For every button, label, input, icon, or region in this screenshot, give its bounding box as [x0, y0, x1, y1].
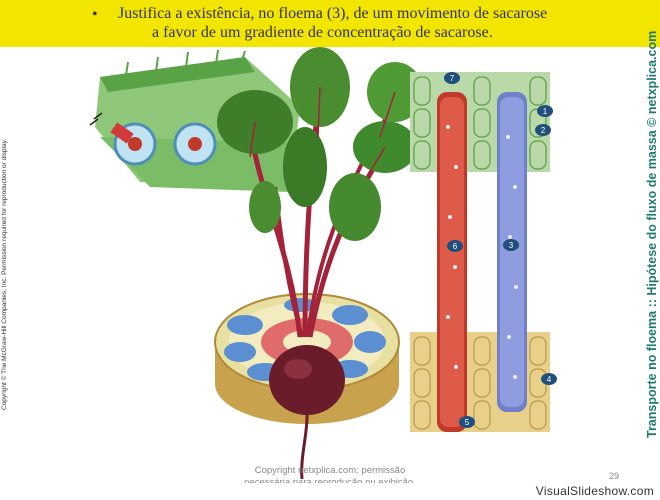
watermark-bar: VisualSlideshow.com: [0, 483, 660, 500]
page-number: 29: [609, 471, 619, 481]
svg-text:1: 1: [543, 107, 548, 116]
svg-text:6: 6: [453, 242, 458, 251]
title-banner: • Justifica a existência, no floema (3),…: [0, 0, 660, 47]
bullet: •: [92, 6, 98, 24]
footer-line-1: Copyright netxplica.com: permissão: [210, 465, 450, 477]
watermark-text: VisualSlideshow.com: [536, 484, 654, 498]
label-badge-4: 4: [541, 373, 557, 385]
svg-text:3: 3: [509, 241, 514, 250]
svg-text:5: 5: [465, 418, 470, 427]
side-copyright: Copyright © The McGraw-Hill Companies, I…: [1, 50, 8, 410]
label-badge-7: 7: [444, 72, 460, 84]
svg-text:7: 7: [450, 74, 455, 83]
svg-text:4: 4: [547, 375, 552, 384]
banner-line-2: a favor de um gradiente de concentração …: [152, 24, 493, 42]
banner-line-1: Justifica a existência, no floema (3), d…: [118, 5, 547, 23]
label-badge-2: 2: [535, 124, 551, 136]
illustration: 7 1 2 6 3 4 5: [0, 47, 660, 483]
label-badge-6: 6: [447, 240, 463, 252]
svg-text:2: 2: [541, 126, 546, 135]
vascular-diagram: [410, 72, 550, 432]
label-badge-1: 1: [537, 105, 553, 117]
label-badge-3: 3: [503, 239, 519, 251]
label-badge-5: 5: [459, 416, 475, 428]
side-title: Transporte no floema :: Hipótese do flux…: [645, 31, 659, 438]
